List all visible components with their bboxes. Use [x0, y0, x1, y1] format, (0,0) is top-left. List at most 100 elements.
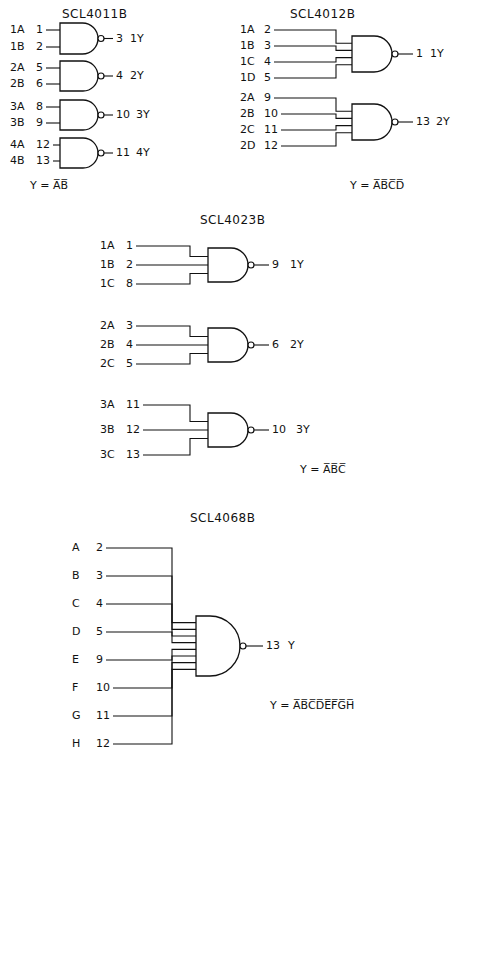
pin-number: 3 [264, 39, 271, 52]
input-wire [136, 264, 208, 265]
input-wire [113, 663, 196, 716]
output-wire [254, 344, 269, 345]
input-wire [46, 106, 60, 107]
input-wire [281, 114, 352, 118]
chip-title: SCL4068B [190, 511, 255, 525]
pin-number: 3 [116, 32, 123, 45]
pin-number: 11 [116, 146, 130, 159]
pin-number: 4 [126, 338, 133, 351]
pin-number: 6 [36, 77, 43, 90]
inverter-bubble [98, 36, 104, 42]
pin-number: 10 [264, 107, 278, 120]
inverter-bubble [248, 262, 254, 268]
pin-name: D [72, 625, 80, 638]
pin-name: 2A [10, 61, 25, 74]
pin-number: 11 [126, 398, 140, 411]
pin-number: 8 [126, 277, 133, 290]
pin-number: 9 [264, 91, 271, 104]
nand-gate-body [208, 413, 248, 447]
pin-name: 2A [100, 319, 115, 332]
pin-name: 2Y [130, 69, 144, 82]
pin-name: 1B [100, 258, 115, 271]
output-wire [398, 53, 413, 54]
pin-number: 3 [96, 569, 103, 582]
pin-name: 3A [100, 398, 115, 411]
inverter-bubble [98, 150, 104, 156]
pin-number: 10 [116, 108, 130, 121]
pin-number: 4 [264, 55, 271, 68]
input-wire [136, 326, 208, 337]
pin-name: 2B [240, 107, 255, 120]
pin-name: H [72, 737, 80, 750]
output-wire [104, 38, 113, 39]
output-wire [254, 429, 269, 430]
inverter-bubble [248, 427, 254, 433]
pin-name: 1Y [430, 47, 444, 60]
chip-title: SCL4012B [290, 7, 355, 21]
input-wire [274, 58, 352, 62]
pin-name: B [72, 569, 80, 582]
input-wire [46, 29, 60, 30]
input-wire [136, 344, 208, 345]
input-wire [274, 65, 352, 78]
pin-number: 5 [264, 71, 271, 84]
pin-number: 10 [272, 423, 286, 436]
pin-number: 9 [272, 258, 279, 271]
pin-name: 2A [240, 91, 255, 104]
pin-name: 2C [240, 123, 255, 136]
nand-gate-body [196, 616, 240, 676]
inverter-bubble [392, 51, 398, 57]
pin-number: 8 [36, 100, 43, 113]
pin-name: 3A [10, 100, 25, 113]
pin-number: 2 [264, 23, 271, 36]
pin-number: 5 [36, 61, 43, 74]
pin-name: 2Y [436, 115, 450, 128]
nand-gate-body [60, 61, 98, 91]
pin-name: 1Y [290, 258, 304, 271]
output-wire [104, 152, 113, 153]
input-wire [113, 669, 196, 744]
pin-name: 3B [10, 116, 25, 129]
pin-name: 1C [240, 55, 255, 68]
pin-name: 2D [240, 139, 255, 152]
pin-name: 1A [10, 23, 25, 36]
pin-number: 12 [36, 138, 50, 151]
nand-gate-body [208, 328, 248, 362]
input-wire [281, 133, 352, 146]
input-wire [53, 144, 60, 145]
pin-number: 2 [36, 40, 43, 53]
pin-number: 2 [96, 541, 103, 554]
pin-number: 5 [126, 357, 133, 370]
pin-name: 3B [100, 423, 115, 436]
pin-number: 2 [126, 258, 133, 271]
input-wire [106, 576, 196, 629]
pin-name: 4B [10, 154, 25, 167]
input-wire [106, 632, 196, 643]
pin-name: G [72, 709, 81, 722]
pin-name: 1C [100, 277, 115, 290]
pin-name: F [72, 681, 78, 694]
inverter-bubble [392, 119, 398, 125]
formula: Y = A̅B̅C̅D̅ [350, 179, 404, 192]
pin-number: 1 [36, 23, 43, 36]
nand-gate-body [208, 248, 248, 282]
inverter-bubble [240, 643, 246, 649]
pin-name: 1B [240, 39, 255, 52]
output-wire [246, 645, 263, 646]
pin-number: 9 [96, 653, 103, 666]
input-wire [136, 274, 208, 285]
inverter-bubble [248, 342, 254, 348]
formula: Y = A̅B̅C̅ [300, 463, 346, 476]
pin-number: 4 [96, 597, 103, 610]
input-wire [143, 439, 208, 456]
input-wire [106, 649, 196, 660]
pin-number: 13 [416, 115, 430, 128]
pin-number: 11 [264, 123, 278, 136]
pin-name: 1B [10, 40, 25, 53]
input-wire [274, 46, 352, 50]
pin-name: C [72, 597, 80, 610]
input-wire [46, 67, 60, 68]
chip-title: SCL4011B [62, 7, 127, 21]
input-wire [46, 122, 60, 123]
